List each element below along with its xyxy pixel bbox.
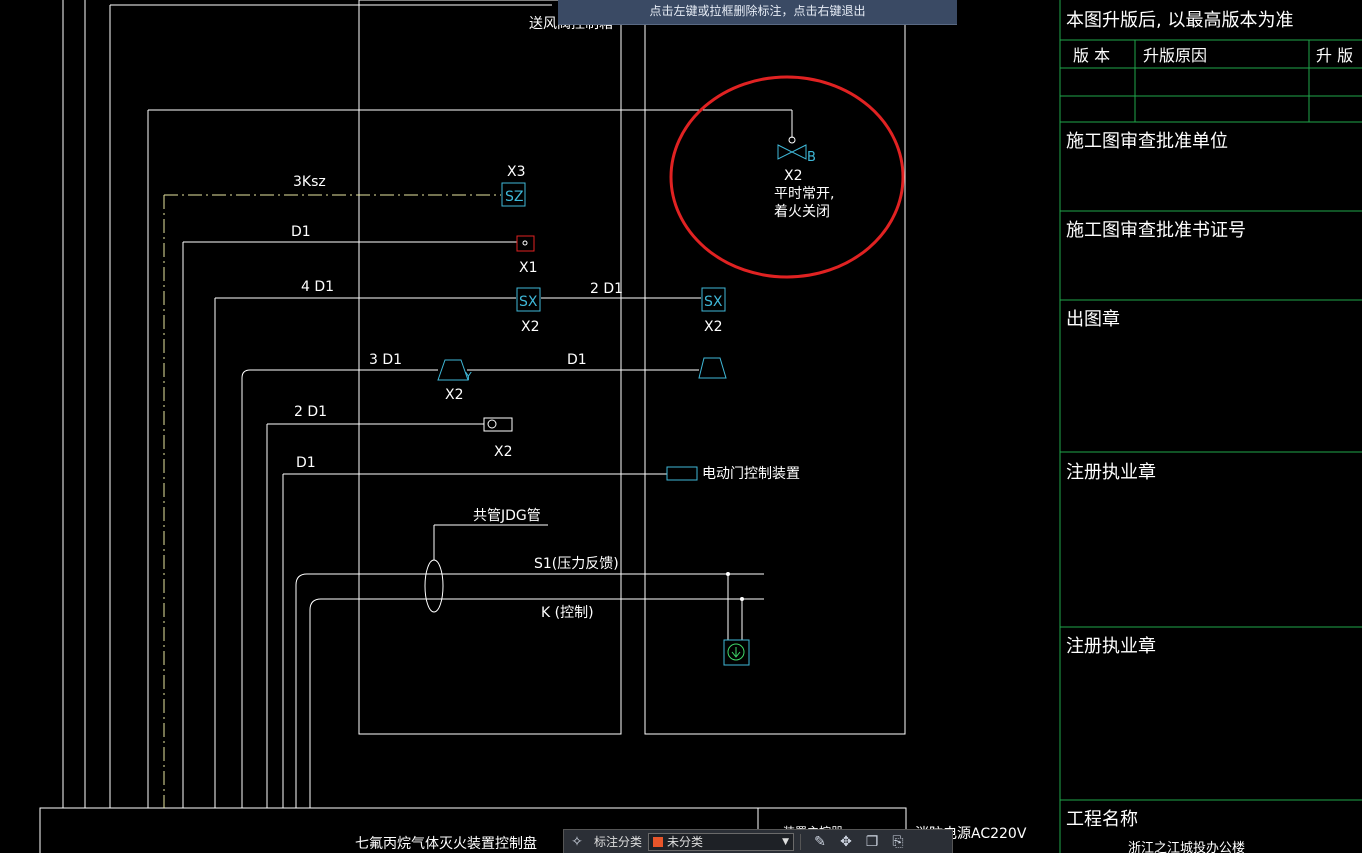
cable-label: 2 D1 <box>590 281 623 297</box>
sz-device-icon[interactable] <box>501 182 526 207</box>
sounder-tag: Y <box>464 370 472 383</box>
revision-note: 本图升版后, 以最高版本为准 <box>1066 10 1293 31</box>
cable-label: D1 <box>291 224 311 240</box>
highlight-annotation[interactable] <box>669 75 905 279</box>
toolbar-divider <box>800 833 802 850</box>
reg-seal-2: 注册执业章 <box>1066 636 1156 657</box>
cable-label: D1 <box>296 455 316 471</box>
svg-text:SX: SX <box>519 294 538 310</box>
category-value: 未分类 <box>667 835 704 849</box>
chevron-down-icon: ▼ <box>782 836 790 847</box>
sx-device-icon-2[interactable] <box>701 287 726 312</box>
project-partial: 浙江之江城投办公楼 <box>1128 840 1245 853</box>
col-reason: 升版原因 <box>1143 46 1207 65</box>
move-icon[interactable]: ✥ <box>840 833 852 850</box>
cable-label: 3 D1 <box>369 352 402 368</box>
s1-label: S1(压力反馈) <box>534 556 619 572</box>
sx-device-icon[interactable] <box>516 287 541 312</box>
device-label: X2 <box>521 319 540 335</box>
wiring-lines <box>39 0 907 853</box>
door-control-icon[interactable] <box>666 466 698 481</box>
copy-icon[interactable]: ❐ <box>865 833 879 850</box>
grid-icon[interactable]: ✧ <box>571 833 583 850</box>
approval-unit: 施工图审查批准单位 <box>1066 131 1228 152</box>
valve-name: X2 <box>784 168 803 184</box>
col-date: 升 版 <box>1316 46 1353 65</box>
x1-device-icon[interactable] <box>516 235 535 252</box>
edit-icon[interactable]: ✎ <box>814 833 826 850</box>
sounder-icon-2[interactable] <box>698 357 727 379</box>
device-label: X2 <box>704 319 723 335</box>
drawing-seal: 出图章 <box>1066 309 1120 330</box>
category-select[interactable]: 未分类 ▼ <box>648 832 795 851</box>
door-control-label: 电动门控制装置 <box>702 466 800 482</box>
device-label: X3 <box>507 164 526 180</box>
paste-icon[interactable]: ⎘ <box>892 833 904 850</box>
k-label: K (控制) <box>541 605 594 621</box>
category-swatch <box>653 836 664 847</box>
valve-note-2: 着火关闭 <box>774 204 830 220</box>
reg-seal-1: 注册执业章 <box>1066 462 1156 483</box>
dashdot-line <box>163 194 501 808</box>
bottom-panel-label: 七氟丙烷气体灭火装置控制盘 <box>355 835 537 852</box>
device-label: X2 <box>445 387 464 403</box>
cable-label: D1 <box>567 352 587 368</box>
svg-text:SX: SX <box>704 294 723 310</box>
category-label: 标注分类 <box>594 835 643 849</box>
pressure-switch-icon[interactable] <box>723 639 750 666</box>
title-block-frame <box>1059 0 1362 853</box>
cable-label: 4 D1 <box>301 279 334 295</box>
valve-tag: B <box>807 150 816 165</box>
cable-label: 2 D1 <box>294 404 327 420</box>
conduit-label: 共管JDG管 <box>473 508 541 524</box>
approval-cert: 施工图审查批准书证号 <box>1066 220 1246 241</box>
sounder-icon[interactable] <box>437 359 469 381</box>
svg-text:SZ: SZ <box>505 189 523 205</box>
cable-label: 3Ksz <box>293 174 326 190</box>
valve-icon[interactable] <box>777 144 807 160</box>
delete-annotation-hint: 点击左键或拉框删除标注，点击右键退出 <box>558 0 957 25</box>
device-label: X2 <box>494 444 513 460</box>
valve-note-1: 平时常开, <box>774 186 834 202</box>
project-name: 工程名称 <box>1066 809 1138 830</box>
col-version: 版 本 <box>1073 46 1110 65</box>
lamp-device-icon[interactable] <box>483 417 513 432</box>
device-label: X1 <box>519 260 538 276</box>
annotation-toolbar: ✧ 标注分类 未分类 ▼ ✎ ✥ ❐ ⎘ <box>563 829 953 853</box>
